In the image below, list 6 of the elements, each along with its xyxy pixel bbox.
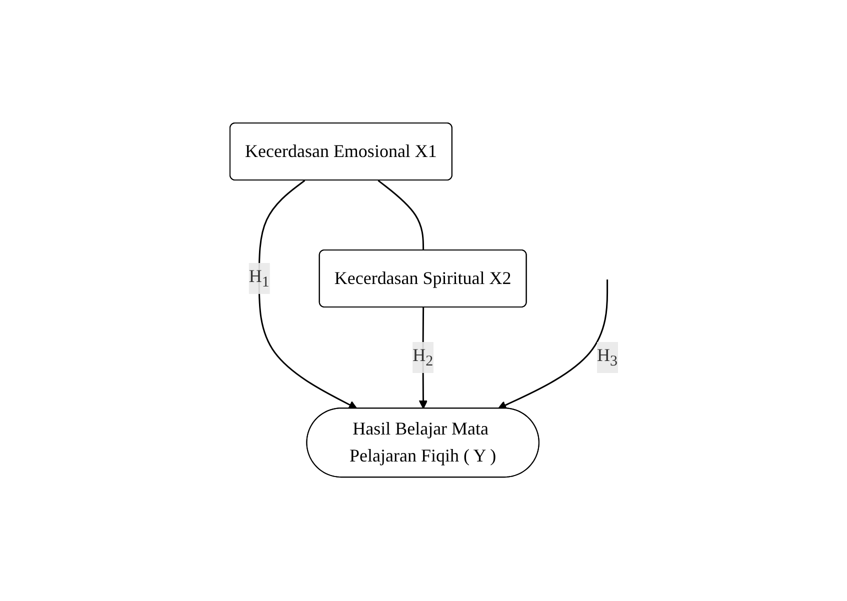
edge-label: H$_{2}$ <box>412 345 433 370</box>
edge-label: H$_{3}$ <box>596 345 618 370</box>
connector <box>377 180 424 251</box>
arrow <box>258 180 358 410</box>
edge-label: H$_{1}$ <box>248 266 270 291</box>
arrow <box>497 280 608 410</box>
